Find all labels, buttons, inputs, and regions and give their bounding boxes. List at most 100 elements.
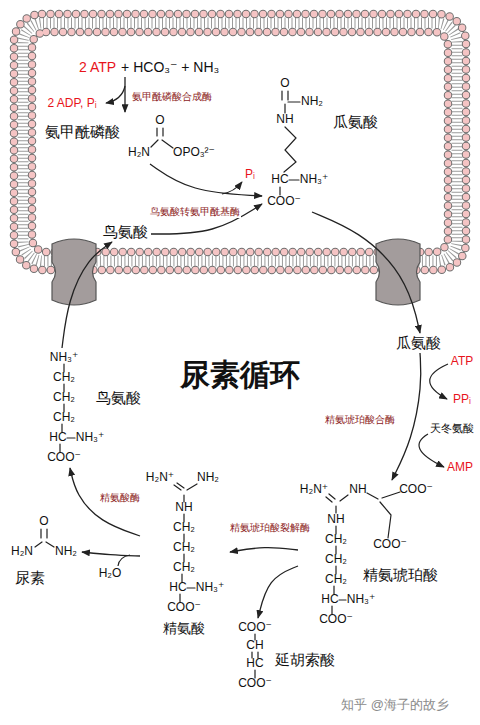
- metabolite-node: 瓜氨酸: [393, 333, 444, 353]
- formula-part: CH₂: [173, 541, 195, 555]
- enzyme-label: 鸟氨酸转氨甲酰基酶: [149, 206, 241, 218]
- formula-part: CH₂: [173, 521, 195, 535]
- formula-part: HC: [246, 657, 263, 671]
- transporter-protein: [376, 239, 420, 305]
- formula-part: H₂N: [128, 146, 150, 160]
- formula-part: CH₂: [325, 533, 347, 547]
- formula-part: COO⁻: [267, 195, 301, 209]
- cofactor-label: H₂O: [99, 567, 122, 581]
- formula-part: O: [280, 77, 289, 91]
- lipid-tails: [23, 23, 457, 261]
- formula-part: COO⁻: [238, 677, 272, 691]
- formula-part: COO⁻: [238, 621, 272, 635]
- transporter-protein: [52, 239, 96, 305]
- formula-part: H₂N⁺: [146, 471, 174, 485]
- formula-part: NH₃⁺: [347, 593, 376, 607]
- lipid-heads: [32, 32, 448, 252]
- formula-part: CH₂: [53, 391, 75, 405]
- formula-part: NH: [327, 513, 344, 527]
- cofactor-label: 2 ADP, Pᵢ: [47, 97, 96, 111]
- reaction-arrow: [258, 566, 298, 618]
- metabolite-name: 氨甲酰磷酸: [45, 123, 120, 140]
- formula-part: CH₂: [325, 573, 347, 587]
- formula-part: COO⁻: [319, 613, 353, 627]
- cofactor-label: AMP: [447, 461, 473, 475]
- metabolite-node: 2 ATP + HCO₃⁻ + NH₃: [76, 57, 222, 77]
- formula-part: CH₂: [173, 561, 195, 575]
- enzyme-label: 氨甲酰磷酸合成酶: [131, 91, 213, 103]
- reaction-arrow: [124, 77, 125, 112]
- formula-part: OPO₃²⁻: [173, 146, 215, 160]
- formula-part: O: [155, 114, 164, 128]
- side-arrow: [430, 364, 448, 399]
- metabolite-name: 鸟氨酸: [103, 223, 148, 240]
- formula-part: NH₃⁺: [300, 173, 329, 187]
- cofactor-label: 天冬氨酸: [430, 422, 474, 435]
- metabolite-name: 精氨琥珀酸: [363, 566, 438, 583]
- formula-part: COO⁻: [167, 601, 201, 615]
- formula-part: CH₂: [53, 411, 75, 425]
- formula-part: NH₃⁺: [50, 351, 79, 365]
- cofactor-label: ATP: [451, 355, 473, 369]
- enzyme-label: 精氨琥珀酸裂解酶: [229, 522, 311, 534]
- formula-part: NH₃⁺: [196, 581, 225, 595]
- carbamoyl-phosphate-bonds: [151, 128, 173, 148]
- metabolite-node: 精氨酸: [140, 468, 230, 638]
- formula-part: H₂N: [11, 545, 33, 559]
- metabolite-name: + HCO₃⁻ + NH₃: [121, 59, 219, 75]
- metabolite-node: 尿素: [8, 512, 82, 590]
- cofactor-label: PPᵢ: [453, 393, 471, 407]
- formula-part: COO⁻: [47, 451, 81, 465]
- enzyme-label: 精氨酸酶: [99, 492, 141, 504]
- side-arrow: [118, 555, 130, 566]
- metabolite-node: 鸟氨酸: [38, 348, 146, 468]
- formula-part: NH: [276, 113, 293, 127]
- formula-part: HC: [321, 593, 338, 607]
- formula-part: HC: [169, 581, 186, 595]
- metabolite-node: 瓜氨酸: [262, 74, 402, 212]
- metabolite-node: 精氨琥珀酸: [298, 480, 442, 630]
- formula-part: NH₃⁺: [76, 431, 105, 445]
- metabolite-name: 鸟氨酸: [96, 389, 141, 406]
- metabolite-node: 鸟氨酸: [100, 222, 151, 242]
- diagram-title: 尿素循环: [180, 358, 300, 393]
- side-arrow: [419, 434, 444, 467]
- side-arrow: [106, 86, 125, 103]
- formula-part: CH: [246, 639, 263, 653]
- membrane-ground: [14, 14, 466, 270]
- reaction-arrow: [70, 468, 140, 536]
- formula-part: NH₂: [55, 545, 77, 559]
- lipid-heads: [14, 14, 466, 270]
- formula-part: NH: [175, 501, 192, 515]
- reaction-arrow: [230, 548, 298, 552]
- metabolite-name: 瓜氨酸: [333, 113, 378, 130]
- metabolite-name: 尿素: [15, 569, 45, 586]
- metabolite-name: 2 ATP: [79, 59, 116, 75]
- metabolite-node: 氨甲酰磷酸: [40, 112, 220, 164]
- formula-part: HC: [271, 173, 288, 187]
- formula-part: NH: [349, 483, 366, 497]
- cofactor-label: Pᵢ: [245, 168, 255, 182]
- reaction-arrow: [150, 164, 262, 196]
- metabolite-name: 瓜氨酸: [396, 334, 441, 351]
- mitochondrial-membrane: [14, 14, 466, 270]
- reaction-arrow: [312, 212, 420, 333]
- metabolite-node: 延胡索酸: [236, 618, 340, 694]
- formula-part: NH₂: [301, 95, 323, 109]
- formula-part: HC: [49, 431, 66, 445]
- formula-part: H₂N⁺: [300, 483, 328, 497]
- formula-part: NH₂: [197, 471, 219, 485]
- formula-part: CH₂: [53, 371, 75, 385]
- lipid-heads-outline: [14, 14, 466, 270]
- formula-part: O: [39, 515, 48, 529]
- side-arrow: [222, 182, 242, 194]
- metabolite-name: 精氨酸: [163, 620, 205, 636]
- reaction-arrow: [392, 353, 421, 480]
- reaction-arrow: [62, 242, 112, 348]
- reaction-arrow: [82, 552, 140, 556]
- enzyme-label: 精氨琥珀酸合酶: [324, 414, 396, 426]
- lipid-heads-outline: [32, 32, 448, 252]
- metabolite-name: 延胡索酸: [275, 651, 335, 668]
- urea-bonds: [35, 529, 54, 547]
- watermark: 知乎 @海子的故乡: [341, 698, 449, 713]
